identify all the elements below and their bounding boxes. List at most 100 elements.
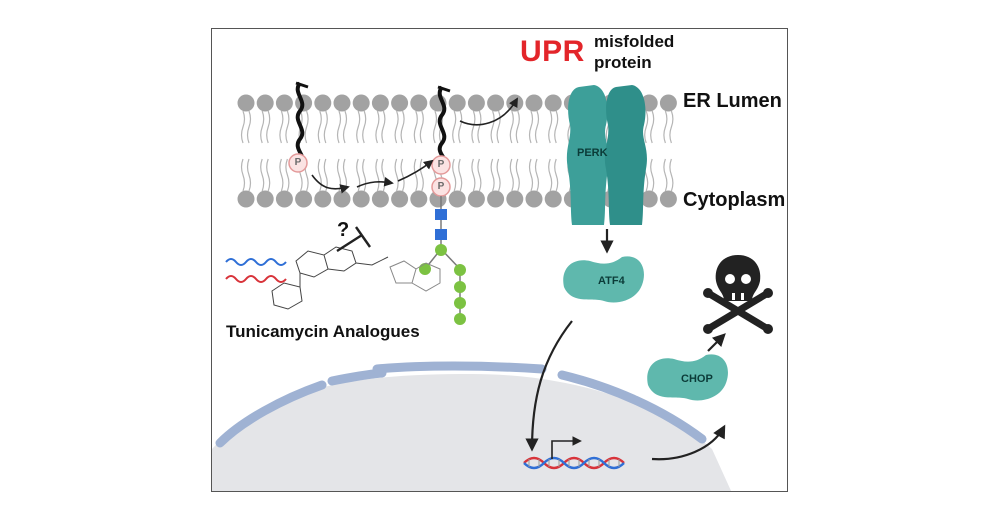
lipid-tail bbox=[375, 110, 380, 144]
pathway-arrows bbox=[525, 229, 726, 461]
lipid-tail bbox=[323, 158, 328, 192]
lipid-tail bbox=[317, 158, 322, 192]
lipid-tail bbox=[381, 110, 386, 144]
lipid-tail bbox=[452, 110, 457, 144]
lipid-tail bbox=[240, 158, 246, 192]
lipid-tail bbox=[458, 158, 463, 192]
lipid-head bbox=[237, 190, 255, 208]
lipid-tail bbox=[413, 110, 418, 144]
chop-label: CHOP bbox=[681, 373, 713, 385]
lipid-tail bbox=[266, 158, 271, 192]
lipid-head bbox=[237, 94, 255, 112]
lipid-tail bbox=[246, 158, 252, 192]
lipid-tail bbox=[515, 158, 520, 192]
lipid-head bbox=[371, 94, 389, 112]
lipid-tail bbox=[471, 110, 476, 144]
lipid-head bbox=[295, 190, 313, 208]
lipid-head bbox=[640, 190, 658, 208]
lipid-tail bbox=[266, 110, 271, 144]
translocation-arrows bbox=[311, 97, 518, 194]
lipid-tail bbox=[246, 110, 252, 144]
lipid-head bbox=[275, 190, 293, 208]
lipid-head bbox=[333, 190, 351, 208]
lipid-tail bbox=[644, 110, 649, 144]
lipid-tail bbox=[285, 110, 290, 144]
lipid-head bbox=[256, 190, 274, 208]
lipid-head bbox=[352, 94, 370, 112]
lipid-tail bbox=[663, 158, 668, 192]
lipid-tail bbox=[362, 158, 367, 192]
lipid-tail bbox=[490, 158, 495, 192]
lipid-tail bbox=[452, 158, 457, 192]
lipid-tail bbox=[471, 158, 476, 192]
lipid-tail bbox=[356, 110, 361, 144]
lipid-head bbox=[275, 94, 293, 112]
lipid-tail bbox=[528, 110, 534, 144]
chop-protein bbox=[647, 354, 728, 401]
lipid-tail bbox=[394, 158, 399, 192]
lipid-tail bbox=[554, 158, 559, 192]
phosphate-label-1: P bbox=[294, 157, 302, 168]
lipid-tail bbox=[362, 110, 367, 144]
cytoplasm-label: Cytoplasm bbox=[683, 189, 786, 211]
lipid-head bbox=[506, 190, 524, 208]
lipid-tail bbox=[260, 110, 265, 144]
lipid-tail bbox=[534, 110, 540, 144]
lipid-head bbox=[487, 94, 505, 112]
lipid-tail bbox=[381, 158, 386, 192]
lipid-tail bbox=[240, 110, 246, 144]
lipid-head bbox=[448, 94, 466, 112]
lipid-tail bbox=[509, 158, 514, 192]
lipid-tail bbox=[496, 158, 501, 192]
lipid-tail bbox=[515, 110, 520, 144]
lipid-head bbox=[467, 190, 485, 208]
pathway-diagram bbox=[212, 81, 773, 491]
lipid-head bbox=[525, 94, 543, 112]
atf4-protein bbox=[563, 256, 644, 303]
lipid-tail bbox=[260, 158, 265, 192]
misfolded-protein-label: misfolded protein bbox=[594, 31, 674, 73]
lipid-head bbox=[467, 94, 485, 112]
lipid-tail bbox=[663, 110, 668, 144]
phosphate-label-3: P bbox=[437, 181, 445, 192]
upr-label: UPR bbox=[520, 35, 585, 68]
lipid-head bbox=[333, 94, 351, 112]
inhibition-bar-icon bbox=[336, 226, 371, 253]
perk-dimer bbox=[566, 85, 647, 225]
lipid-head bbox=[448, 190, 466, 208]
lipid-head bbox=[410, 190, 428, 208]
lipid-tail bbox=[477, 110, 482, 144]
lipid-head bbox=[314, 94, 332, 112]
lipid-tail bbox=[432, 110, 438, 144]
atf4-label: ATF4 bbox=[598, 275, 625, 287]
lipid-tail bbox=[509, 110, 514, 144]
lipid-tail bbox=[304, 110, 309, 144]
lipid-tail bbox=[279, 158, 284, 192]
lipid-tail bbox=[400, 158, 405, 192]
lipid-tail bbox=[496, 110, 501, 144]
lipid-tail bbox=[336, 158, 342, 192]
lipid-tail bbox=[534, 158, 540, 192]
lipid-head bbox=[314, 190, 332, 208]
er-lumen-label: ER Lumen bbox=[683, 90, 782, 112]
phosphate-label-2: P bbox=[437, 159, 445, 170]
dolichol-pp-glycan bbox=[419, 85, 466, 325]
question-mark-label: ? bbox=[337, 219, 350, 241]
dna-helix bbox=[523, 436, 625, 470]
lipid-tail bbox=[342, 158, 348, 192]
dolichol-phosphate-1 bbox=[288, 81, 309, 173]
figure-panel: UPR misfolded protein ER Lumen Cytoplasm… bbox=[211, 28, 788, 492]
lipid-tail bbox=[323, 110, 328, 144]
lipid-head bbox=[256, 94, 274, 112]
lipid-tail bbox=[400, 110, 405, 144]
lipid-tail bbox=[317, 110, 322, 144]
lipid-tail bbox=[650, 158, 655, 192]
tunicamycin-structure bbox=[225, 246, 441, 310]
lipid-tail bbox=[419, 110, 424, 144]
lipid-head bbox=[544, 94, 562, 112]
lipid-tail bbox=[285, 158, 290, 192]
lipid-tail bbox=[669, 158, 674, 192]
lipid-head bbox=[659, 94, 677, 112]
lipid-head bbox=[544, 190, 562, 208]
lipid-tail bbox=[419, 158, 424, 192]
